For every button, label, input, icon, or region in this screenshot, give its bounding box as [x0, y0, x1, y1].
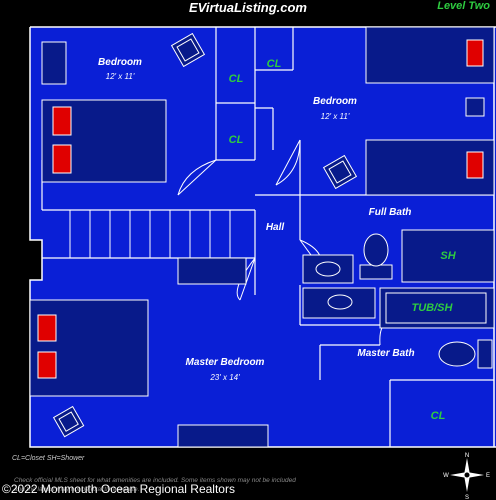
chair-master	[52, 405, 85, 438]
compass-n: N	[465, 453, 469, 459]
floor-notch	[30, 240, 42, 280]
bed-master-pillow-1	[37, 314, 57, 342]
bed-right-bottom-pillow	[466, 151, 484, 179]
bed-master	[29, 299, 149, 397]
toilet-bowl-full	[363, 233, 389, 267]
sink-tub	[327, 294, 353, 310]
compass-e: E	[486, 473, 490, 479]
master-bedroom-label: Master Bedroom	[185, 357, 265, 368]
hall-label: Hall	[265, 222, 285, 233]
toilet-tank-full	[359, 264, 393, 280]
master-bath-label: Master Bath	[357, 348, 415, 359]
copyright-watermark: ©2022 Monmouth Ocean Regional Realtors	[2, 482, 235, 496]
closet-label-4: CL	[430, 410, 446, 422]
master-bedroom-dims: 23' x 14'	[210, 373, 240, 382]
toilet-tank-master	[477, 339, 493, 369]
shower-label: SH	[440, 250, 456, 262]
bed-right-top-pillow	[466, 39, 484, 67]
site-title: EVirtuaListing.com	[189, 0, 307, 15]
bedroom-right-label: Bedroom	[313, 96, 357, 107]
compass-icon: N S E W	[443, 453, 490, 500]
full-bath-label: Full Bath	[368, 207, 412, 218]
bed-left-pillow-1	[52, 106, 72, 136]
closet-label-1: CL	[228, 73, 244, 85]
tub-shower-label: TUB/SH	[411, 302, 453, 314]
nightstand-right	[465, 97, 485, 117]
compass-s: S	[465, 495, 469, 500]
stairs	[69, 210, 231, 258]
bedroom-right-dims: 12' x 11'	[320, 112, 350, 121]
toilet-bowl-master	[438, 341, 476, 367]
dresser-master-bottom	[177, 424, 269, 448]
bedroom-left-dims: 12' x 11'	[105, 72, 135, 81]
tub	[379, 287, 495, 329]
bed-master-pillow-2	[37, 351, 57, 379]
closet-label-3: CL	[228, 134, 244, 146]
dresser-master-top	[177, 257, 247, 285]
tub-inner	[385, 292, 487, 324]
level-title: Level Two	[437, 0, 490, 12]
closet-label-2: CL	[266, 58, 282, 70]
disclaimer: Check official MLS sheet for what amenit…	[14, 477, 296, 493]
legend: CL=Closet SH=Shower	[12, 455, 85, 462]
bed-left-pillow-2	[52, 144, 72, 174]
compass-w: W	[443, 473, 449, 479]
chair-left	[170, 32, 206, 68]
bedroom-left-label: Bedroom	[98, 57, 142, 68]
dresser-left	[41, 41, 67, 85]
shower-stall	[401, 229, 495, 283]
sink-full	[315, 261, 341, 277]
chair-right	[322, 154, 358, 190]
